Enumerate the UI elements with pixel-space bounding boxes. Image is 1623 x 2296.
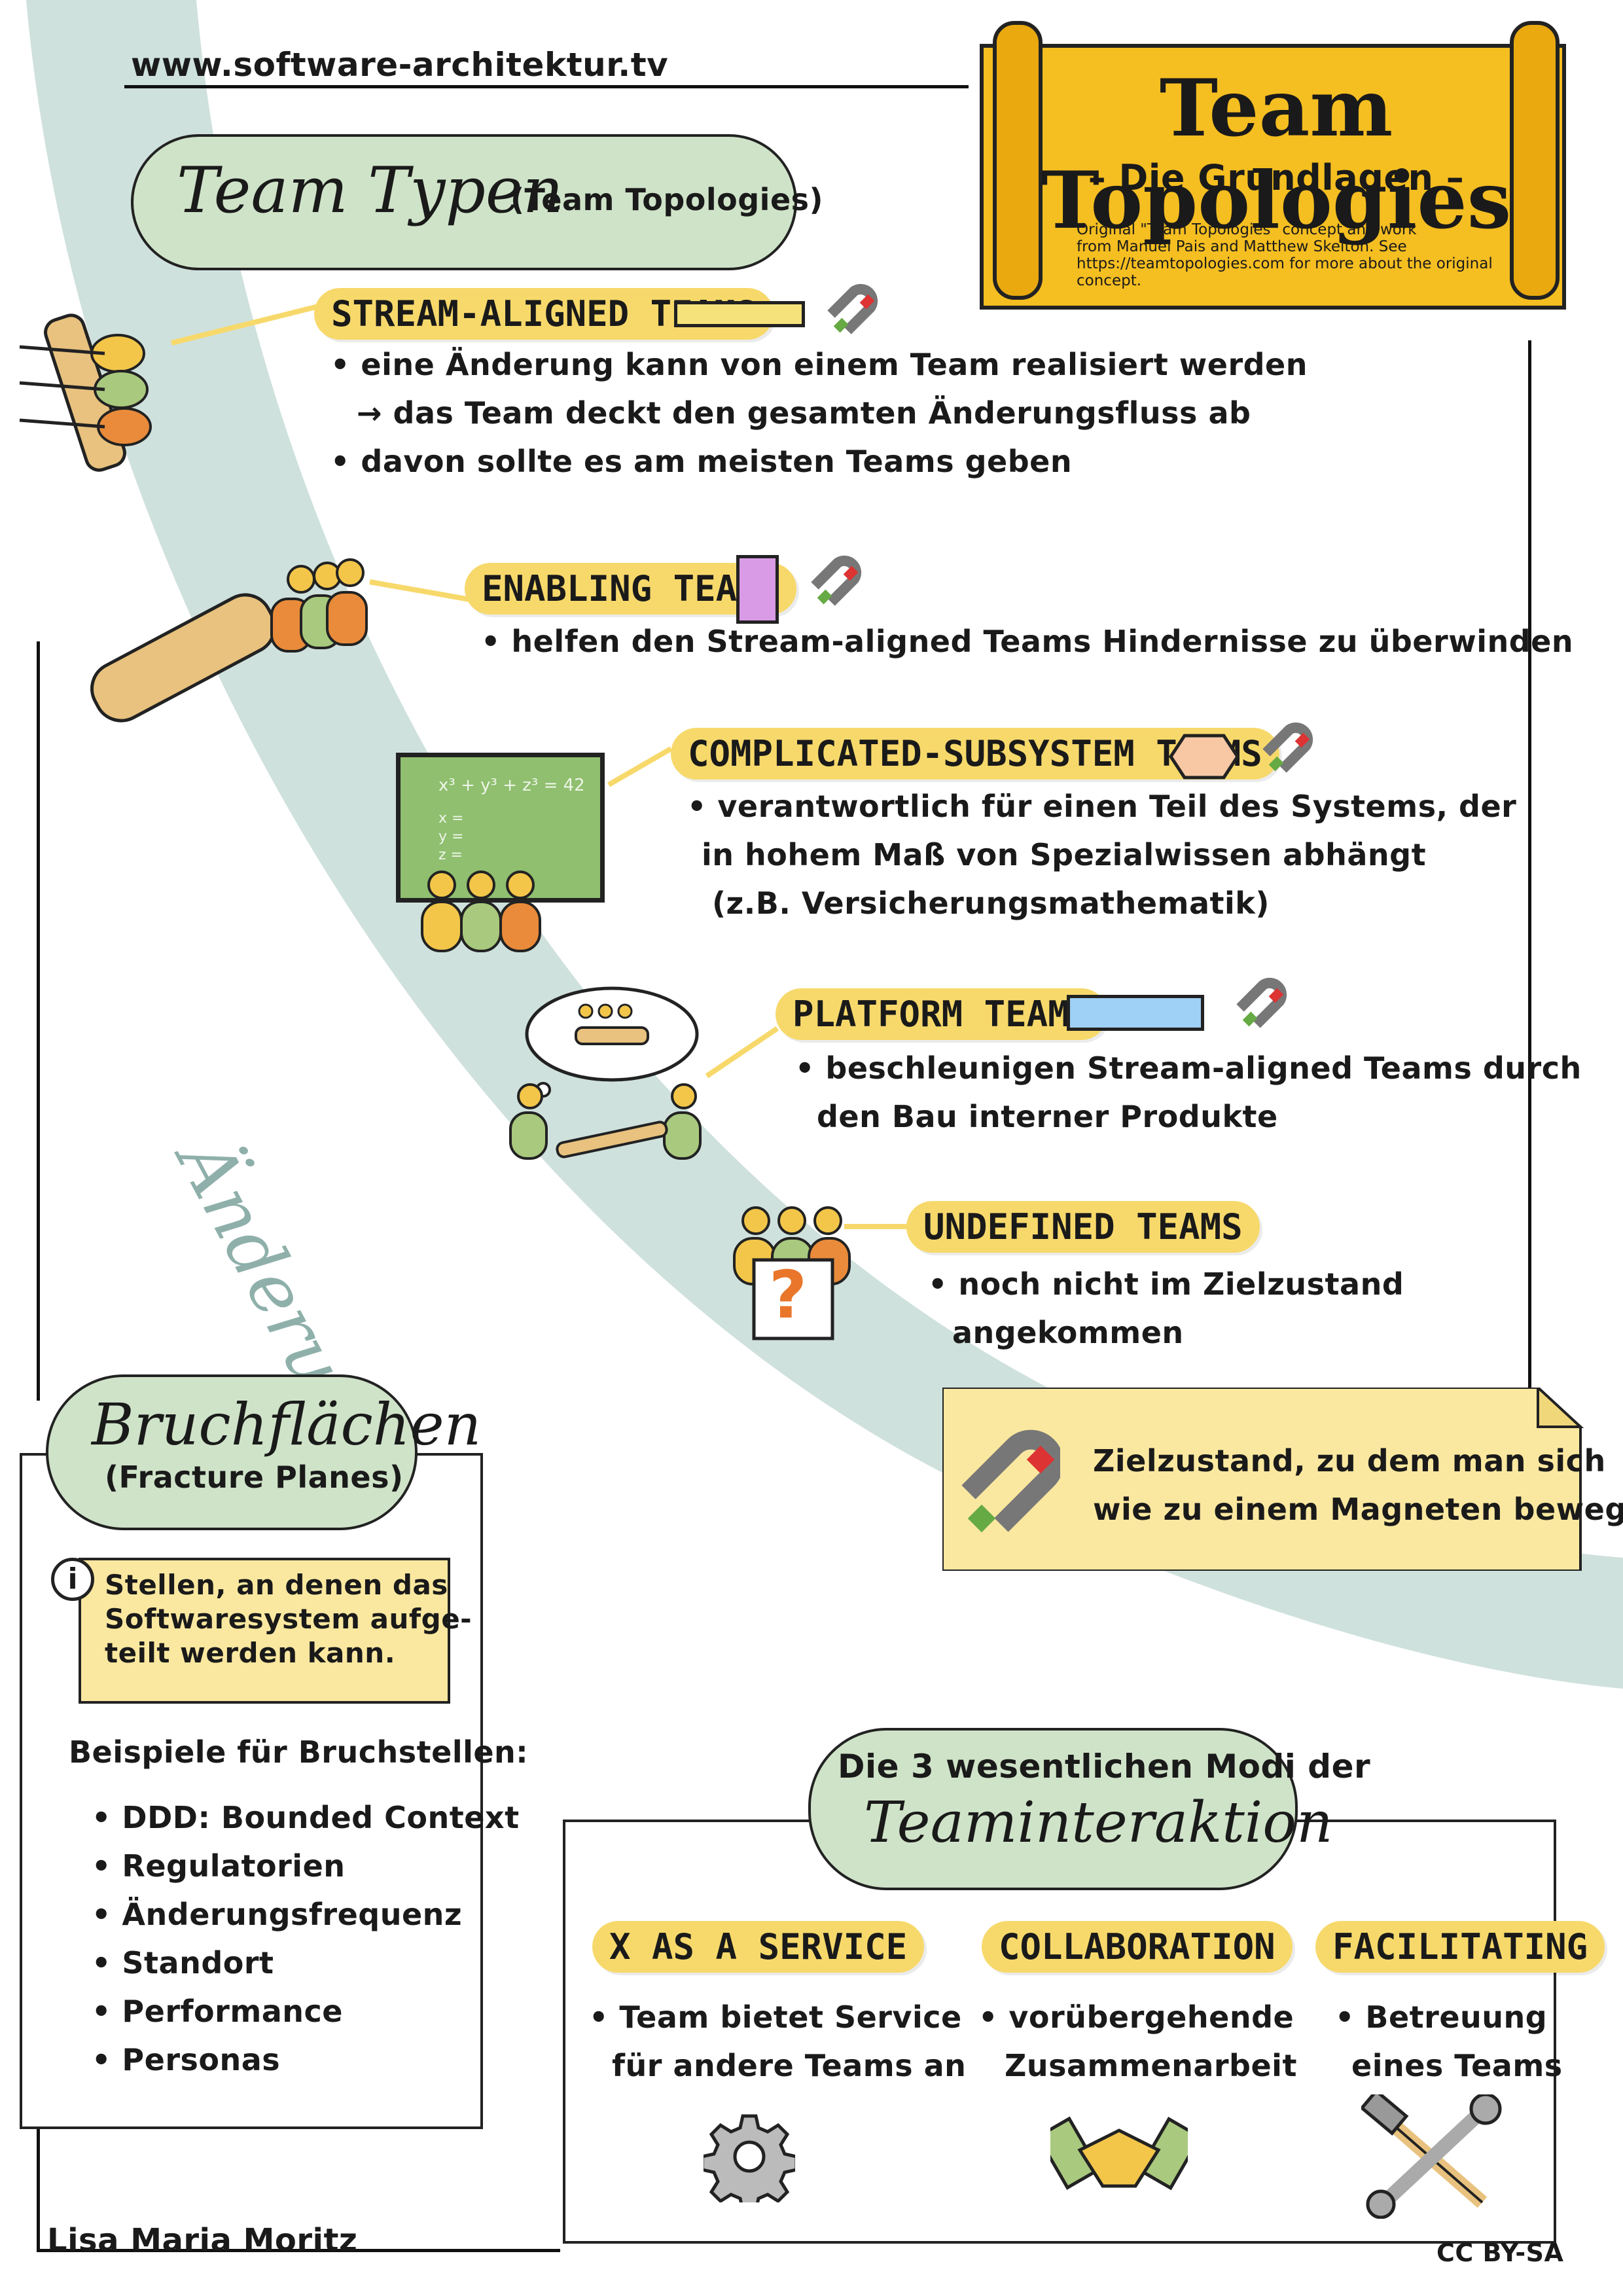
modes-heading-line-2: Teaminteraktion: [864, 1790, 1333, 1856]
top-rule: [124, 85, 969, 88]
platform-bullet-2: den Bau interner Produkte: [817, 1099, 1278, 1134]
info-icon: i: [51, 1558, 94, 1601]
platform-label: PLATFORM TEAMS: [776, 988, 1108, 1040]
gear-icon: [704, 2114, 795, 2202]
undefined-bullet-2: angekommen: [952, 1315, 1184, 1350]
fracture-heading: Bruchflächen: [92, 1391, 482, 1458]
team-group-icon: [421, 870, 541, 952]
complicated-bullet-3: (z.B. Versicherungsmathematik): [712, 886, 1270, 921]
info-line-1: Stellen, an denen das: [105, 1569, 448, 1601]
credit-line-1: Original "Team Topologies" concept and w…: [1077, 221, 1417, 238]
team-types-heading-sub: (Team Topologies): [510, 182, 824, 217]
examples-heading: Beispiele für Bruchstellen:: [69, 1734, 529, 1770]
team-types-heading: Team Typen: [177, 154, 563, 227]
enabling-swatch: [736, 555, 779, 624]
credit-line-3: https://teamtopologies.com for more abou…: [1077, 255, 1493, 272]
magnet-icon: [827, 283, 878, 334]
example-item: • Standort: [92, 1945, 274, 1981]
fracture-info-box: [79, 1558, 450, 1704]
board-z: z =: [438, 847, 463, 863]
complicated-bullet-2: in hohem Maß von Spezialwissen abhängt: [702, 837, 1427, 872]
stream-bullet-3: • davon sollte es am meisten Teams geben: [330, 444, 1073, 479]
left-frame-line: [37, 641, 40, 1401]
facilitating-line-2: eines Teams: [1351, 2048, 1563, 2083]
magnet-icon: [1236, 977, 1287, 1028]
magnet-note: [942, 1388, 1584, 1571]
stream-bullet-2: → das Team deckt den gesamten Änderungsf…: [357, 395, 1251, 431]
board-x: x =: [438, 810, 464, 827]
magnet-icon: [1262, 722, 1313, 773]
license: CC BY-SA: [1436, 2238, 1564, 2267]
example-item: • Regulatorien: [92, 1848, 346, 1884]
title-main: Team Topologies: [1041, 62, 1512, 247]
question-mark-icon: ?: [769, 1257, 808, 1333]
platform-builders-icon: [509, 986, 702, 1160]
facilitating-label: FACILITATING: [1315, 1921, 1605, 1973]
magnet-icon: [811, 555, 862, 606]
fracture-bubble: [46, 1374, 418, 1530]
undefined-connector: [844, 1224, 916, 1229]
right-frame-line: [1528, 340, 1531, 1388]
magnet-note-line-1: Zielzustand, zu dem man sich: [1093, 1443, 1606, 1479]
info-line-3: teilt werden kann.: [105, 1637, 396, 1669]
platform-swatch: [1067, 995, 1204, 1031]
magnet-icon: [961, 1429, 1060, 1533]
collaboration-line-1: • vorübergehende: [978, 2000, 1294, 2035]
complicated-label: COMPLICATED-SUBSYSTEM TEAMS: [671, 728, 1279, 780]
undefined-label: UNDEFINED TEAMS: [906, 1201, 1260, 1253]
board-formula: x³ + y³ + z³ = 42: [438, 776, 585, 795]
credit-line-4: concept.: [1077, 272, 1142, 289]
undefined-bullet-1: • noch nicht im Zielzustand: [928, 1266, 1404, 1302]
xaas-line-1: • Team bietet Service: [589, 2000, 962, 2035]
complicated-bullet-1: • verantwortlich für einen Teil des Syst…: [687, 789, 1517, 824]
board-y: y =: [438, 829, 464, 845]
team-types-bubble: [131, 134, 797, 270]
wrench-hammer-icon: [1361, 2094, 1502, 2219]
platform-bullet-1: • beschleunigen Stream-aligned Teams dur…: [795, 1050, 1582, 1086]
modes-heading-line-1: Die 3 wesentlichen Modi der: [838, 1748, 1371, 1785]
rowing-team-icon: [19, 314, 152, 472]
handshake-icon: [1050, 2116, 1188, 2191]
xaas-label: X AS A SERVICE: [592, 1921, 925, 1973]
magnet-note-line-2: wie zu einem Magneten bewegt: [1093, 1492, 1623, 1527]
stream-aligned-label: STREAM-ALIGNED TEAMS: [314, 288, 774, 340]
modes-bubble: [808, 1728, 1298, 1890]
example-item: • Personas: [92, 2042, 281, 2077]
title-subtitle: – Die Grundlagen –: [1088, 157, 1465, 198]
example-item: • DDD: Bounded Context: [92, 1800, 520, 1835]
example-item: • Änderungsfrequenz: [92, 1897, 463, 1932]
website-link[interactable]: www.software-architektur.tv: [131, 46, 669, 84]
bottom-rule: [37, 2249, 560, 2252]
info-line-2: Softwaresystem aufge-: [105, 1603, 473, 1635]
example-item: • Performance: [92, 1994, 344, 2029]
fracture-heading-sub: (Fracture Planes): [105, 1460, 404, 1495]
bottom-left-frame: [37, 2121, 40, 2251]
collaboration-line-2: Zusammenarbeit: [1005, 2048, 1297, 2083]
undefined-team-icon: [733, 1206, 851, 1340]
xaas-line-2: für andere Teams an: [612, 2048, 967, 2083]
author: Lisa Maria Moritz: [47, 2222, 358, 2259]
enabling-bullet-1: • helfen den Stream-aligned Teams Hinder…: [481, 624, 1574, 659]
stream-aligned-swatch: [674, 301, 805, 327]
stream-bullet-1: • eine Änderung kann von einem Team real…: [330, 347, 1308, 382]
complicated-swatch: [1169, 734, 1240, 780]
title-scroll: [980, 21, 1566, 310]
collaboration-label: COLLABORATION: [982, 1921, 1293, 1973]
facilitating-line-1: • Betreuung: [1335, 2000, 1548, 2035]
log-push-icon: [90, 558, 368, 723]
credit-line-2: from Manuel Pais and Matthew Skelton. Se…: [1077, 238, 1407, 255]
title-credit: Original "Team Topologies" concept and w…: [1077, 221, 1528, 289]
